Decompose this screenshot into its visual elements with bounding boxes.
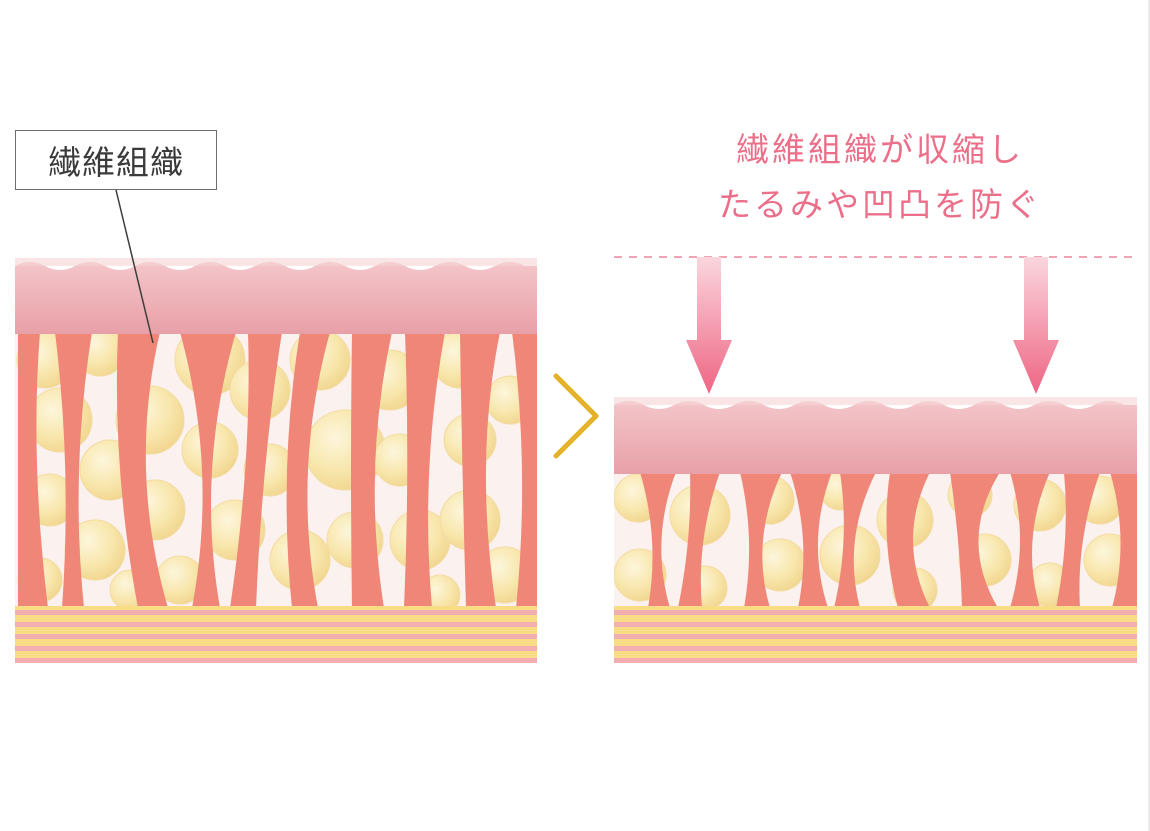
left-fiber-septa (18, 332, 537, 608)
left-base-stripes (15, 606, 537, 663)
right-base-stripes (614, 606, 1137, 663)
right-fiber-septa (640, 472, 1137, 608)
left-skin-panel (15, 258, 537, 663)
chevron-right-icon (553, 373, 599, 459)
caption-line-2: たるみや凹凸を防ぐ (718, 185, 1042, 224)
right-epidermis (614, 401, 1137, 474)
right-edge-border (1148, 0, 1150, 831)
caption-line-1: 繊維組織が収縮し (736, 130, 1024, 169)
left-epidermis (15, 262, 537, 334)
right-skin-panel (614, 256, 1137, 663)
down-arrow-right-icon (1013, 257, 1059, 394)
fiber-tissue-label: 繊維組織 (15, 130, 217, 190)
label-leader-line (115, 189, 154, 344)
down-arrow-left-icon (686, 257, 732, 394)
